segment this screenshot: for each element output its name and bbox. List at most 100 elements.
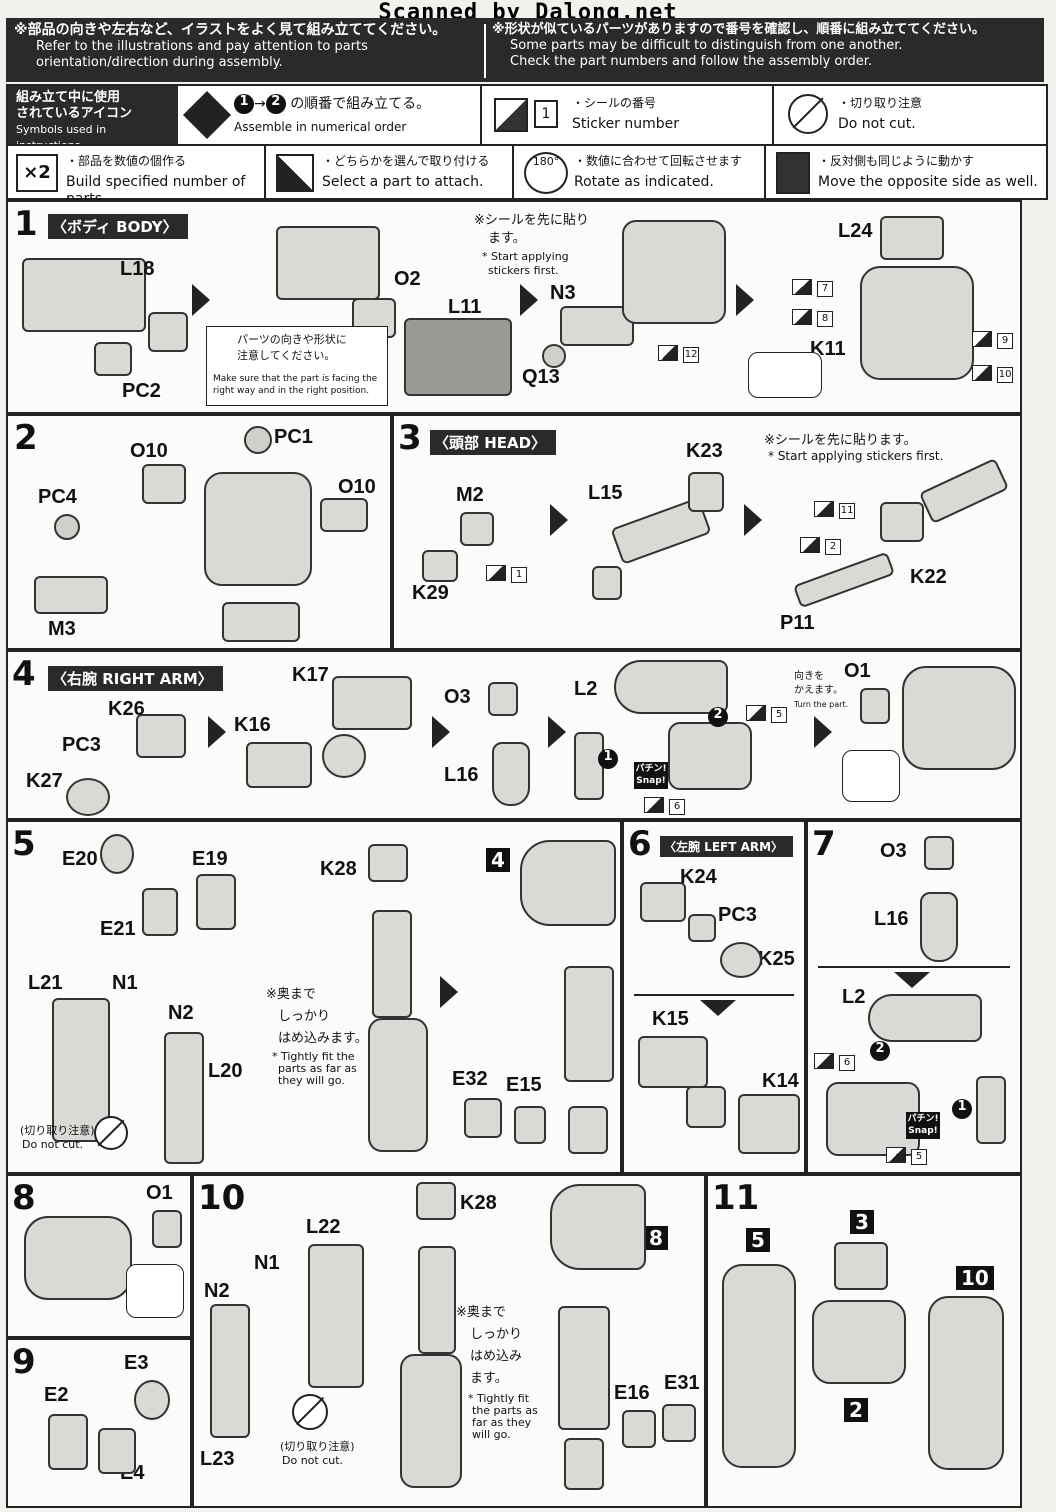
head-sketch [880, 502, 924, 542]
sticker-number: 1 [511, 567, 528, 583]
part-label-k16: K16 [234, 714, 271, 736]
armor-part-sketch [868, 994, 982, 1042]
part-closeup-bubble [748, 352, 822, 398]
part-closeup-bubble [842, 750, 900, 802]
step-4-title: 〈右腕 RIGHT ARM〉 [48, 666, 223, 691]
part-label-l18: L18 [120, 258, 155, 280]
sticker-number: 5 [771, 707, 788, 723]
step-2-number: 2 [14, 418, 38, 458]
header-right-jp: ※形状が似ているパーツがありますので番号を確認し、順番に組み立ててください。 [492, 22, 985, 37]
flow-arrow-icon [736, 284, 754, 316]
fit-note-jp2: しっかり [278, 1009, 331, 1024]
part-label-n2: N2 [168, 1002, 194, 1024]
part-sketch [152, 1210, 182, 1248]
part-sketch [98, 1428, 136, 1474]
header-left-notice: ※部品の向きや左右など、イラストをよく見て組み立ててください。 Refer to… [14, 22, 480, 71]
part-label-k22: K22 [910, 566, 947, 588]
legend-multiply: ×2 ・部品を数値の個作る Build specified number of … [8, 146, 266, 207]
part-sketch [514, 1106, 546, 1144]
part-label-k23: K23 [686, 440, 723, 462]
fit-note-en4: will go. [472, 1428, 511, 1441]
leg-frame-sketch [372, 910, 412, 1018]
part-label-e20: E20 [62, 848, 98, 870]
step-order-2-icon: 2 [708, 706, 728, 727]
part-sketch [322, 734, 366, 778]
part-label-l2: L2 [842, 986, 866, 1008]
opposite-side-icon [776, 152, 810, 194]
part-sketch [54, 514, 80, 540]
part-sketch [720, 942, 762, 978]
turn-note-jp2: かえます。 [794, 685, 843, 696]
part-label-e32: E32 [452, 1068, 488, 1090]
sticker-10-ref: 10 [972, 362, 1014, 383]
part-label-o1: O1 [844, 660, 871, 682]
step-4-number: 4 [12, 654, 36, 694]
fit-note-en2: the parts as [472, 1404, 538, 1417]
sticker-6-ref: 6 [644, 794, 686, 815]
face-note-jp2: 注意してください。 [237, 349, 336, 362]
sticker-icon [972, 330, 992, 347]
face-note-jp1: パーツの向きや形状に [237, 333, 347, 346]
legend-title-jp1: 組み立て中に使用 [16, 90, 121, 105]
part-label-pc2: PC2 [122, 380, 161, 402]
sticker-jp: ・シールの番号 [572, 96, 657, 110]
part-sketch [622, 1410, 656, 1448]
flow-arrow-down-icon [700, 1000, 736, 1016]
part-label-n1: N1 [254, 1252, 280, 1274]
step-1-panel: 1 〈ボディ BODY〉 L18 PC2 O2 L11 パーツの向きや形状に 注… [6, 200, 1022, 414]
sticker-icon [800, 536, 820, 553]
step-8-panel: 8 O1 [6, 1174, 192, 1338]
sticker-icon [814, 1052, 834, 1069]
divider [818, 966, 1010, 968]
part-label-o10-right: O10 [338, 476, 376, 498]
part-label-l22: L22 [306, 1216, 341, 1238]
step-ref-8: 8 [644, 1226, 668, 1250]
part-label-e31: E31 [664, 1372, 700, 1394]
fit-note-en3: far as they [472, 1416, 532, 1429]
part-label-e3: E3 [124, 1352, 149, 1374]
sticker-number: 6 [839, 1055, 856, 1071]
foot-sketch [568, 1106, 608, 1154]
fit-note-jp3: はめ込み [470, 1349, 523, 1364]
part-label-q13: Q13 [522, 366, 560, 388]
part-sketch [464, 1098, 502, 1138]
nocut-note-en: Do not cut. [22, 1138, 84, 1151]
part-label-k25: K25 [758, 948, 795, 970]
sticker-number: 12 [683, 347, 700, 363]
part-sketch [686, 1086, 726, 1128]
part-label-l15: L15 [588, 482, 623, 504]
part-sketch [638, 1036, 708, 1088]
part-label-m2: M2 [456, 484, 484, 506]
leg-frame-sketch [164, 1032, 204, 1164]
sticker-11-ref: 11 [814, 498, 856, 519]
rotate-en: Rotate as indicated. [574, 174, 714, 190]
part-label-k29: K29 [412, 582, 449, 604]
part-sketch [488, 682, 518, 716]
part-label-n1: N1 [112, 972, 138, 994]
part-sketch [320, 498, 368, 532]
flow-arrow-down-icon [894, 972, 930, 988]
part-sketch [924, 836, 954, 870]
part-label-pc3: PC3 [62, 734, 101, 756]
part-label-n3: N3 [550, 282, 576, 304]
sticker-icon [886, 1146, 906, 1163]
step-5-panel: 5 E20 E19 E21 L21 N1 N2 L20 (切り取り注意) Do … [6, 820, 622, 1174]
arm-assembled-sketch [550, 1184, 646, 1270]
order-jp: の順番で組み立てる。 [290, 96, 431, 112]
part-label-l23: L23 [200, 1448, 235, 1470]
leg-frame-sketch [308, 1244, 364, 1388]
legend-nocut: ・切り取り注意 Do not cut. [774, 86, 1044, 144]
part-sketch [100, 834, 134, 874]
body-assembled-sketch [860, 266, 974, 380]
part-sketch [222, 602, 300, 642]
step-8-number: 8 [12, 1178, 36, 1218]
step-3-panel: 3 〈頭部 HEAD〉 M2 K29 1 L15 K23 ※シールを先に貼ります… [392, 414, 1022, 650]
step-6-title: 〈左腕 LEFT ARM〉 [660, 836, 794, 857]
legend-order: 1→2 の順番で組み立てる。 Assemble in numerical ord… [180, 86, 482, 144]
face-note-en1: Make sure that the part is facing the [213, 374, 378, 384]
part-label-k26: K26 [108, 698, 145, 720]
nocut-note-en: Do not cut. [282, 1454, 344, 1467]
step-order-2-icon: 2 [870, 1040, 890, 1061]
step-7-panel: 7 O3 L16 L2 6 5 2 1 パチン! Snap! [806, 820, 1022, 1174]
part-sketch [416, 1182, 456, 1220]
